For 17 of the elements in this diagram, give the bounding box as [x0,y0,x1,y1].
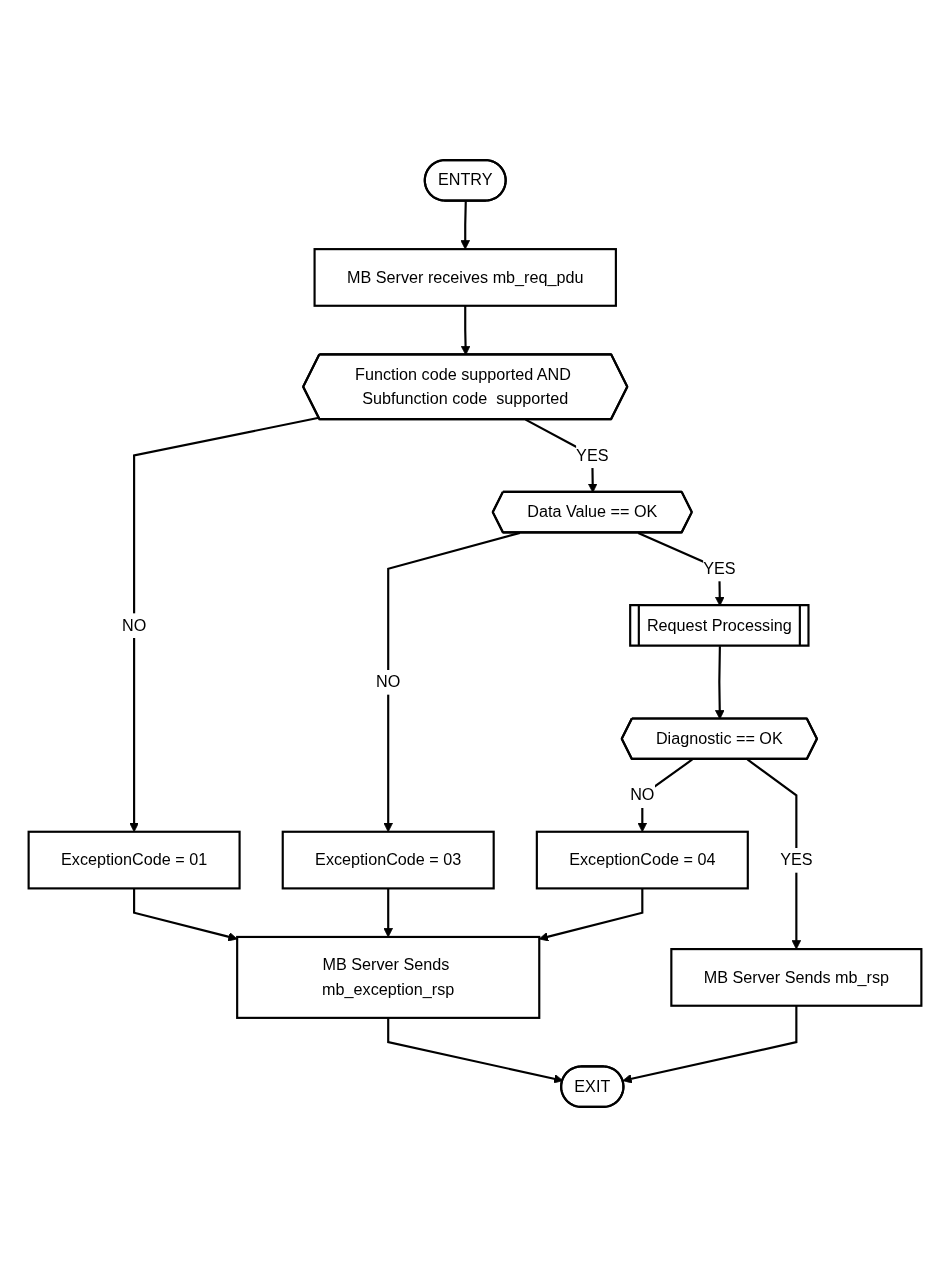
arrow [622,1005,798,1084]
node-box: ExceptionCode = 04 [535,830,749,890]
edge-label: YES [576,445,609,464]
node-box: MB Server Sends mb_exception_rsp [236,935,541,1019]
arrow [460,201,470,250]
arrow [133,888,238,942]
node-box: ExceptionCode = 01 [27,830,241,890]
edge-label: YES [780,850,813,869]
edge-label: NO [630,785,655,804]
arrow [538,888,644,942]
node-box: MB Server Sends mb_rsp [670,948,923,1007]
node-box: MB Server receives mb_req_pdu [313,248,617,307]
arrow [746,758,802,950]
edge-label: NO [376,672,401,691]
edge-label: YES [703,558,736,578]
node-box: ExceptionCode = 03 [281,830,495,890]
edge-label: NO [121,615,147,634]
